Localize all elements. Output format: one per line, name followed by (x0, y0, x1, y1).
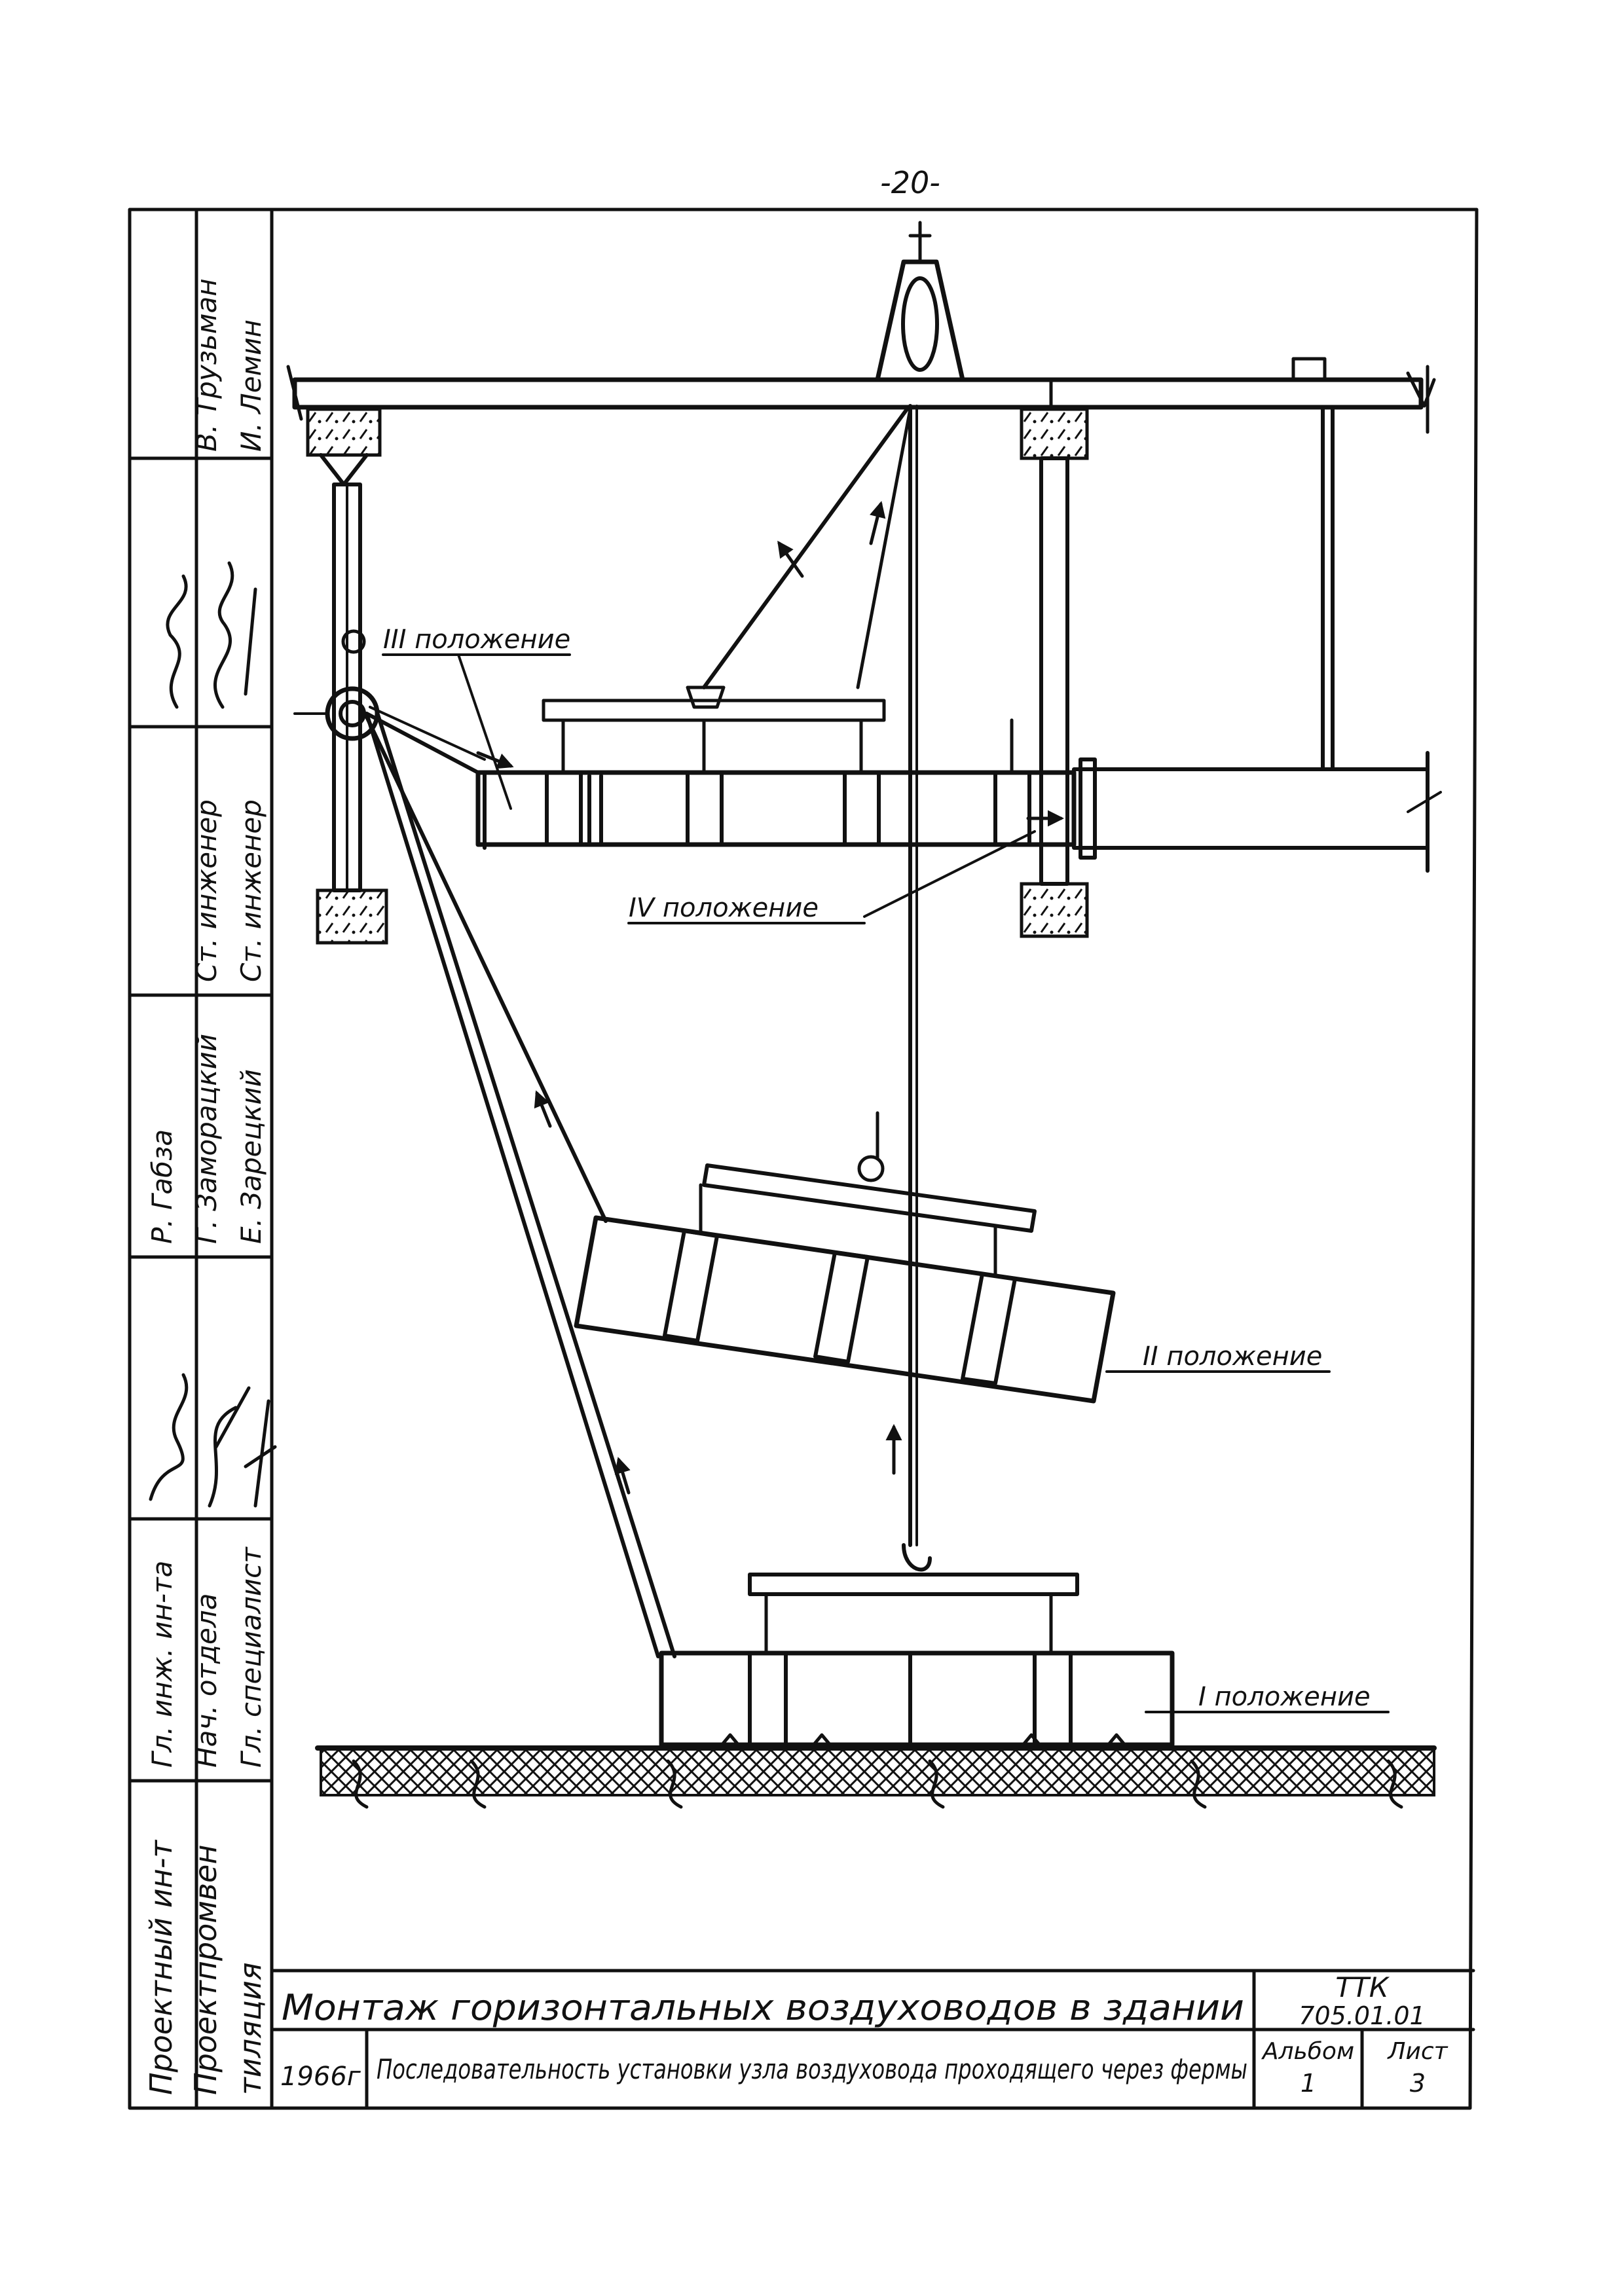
rigging-ropes (365, 404, 918, 1658)
signature-roles: Гл. инж. ин-та Нач. отдела Гл. специалис… (146, 799, 267, 1768)
name-truzman: В. Трузьман (191, 278, 223, 452)
name-lemin: И. Лемин (235, 319, 267, 452)
role-chief-engineer: Гл. инж. ин-та (146, 1561, 178, 1768)
position-labels: III положение IV положение II положение … (382, 625, 1390, 1713)
role-senior-engineer-1: Ст. инженер (191, 799, 223, 982)
title-block: Монтаж горизонтальных воздуховодов в зда… (280, 1971, 1449, 2098)
label-position-3: III положение (383, 625, 570, 655)
sheet-title: Последовательность установки узла воздух… (377, 2053, 1247, 2085)
album-value: 1 (1301, 2069, 1316, 2098)
role-senior-engineer-2: Ст. инженер (235, 799, 267, 982)
ground (315, 1745, 1437, 1809)
code-number: 705.01.01 (1299, 2001, 1425, 2030)
name-zamoratsky: Г. Заморацкий (191, 1034, 223, 1244)
code-label: ТТК (1335, 1971, 1390, 2003)
subject-title: Монтаж горизонтальных воздуховодов в зда… (282, 1987, 1244, 2028)
handwritten-signatures (149, 561, 277, 1508)
label-position-4: IV положение (629, 893, 819, 923)
name-zaretsky: Е. Зарецкий (235, 1069, 267, 1244)
role-chief-specialist: Гл. специалист (235, 1546, 267, 1768)
page-number: -20- (880, 165, 940, 200)
label-position-1: I положение (1198, 1682, 1371, 1712)
org-line-2: Проектпромвен (188, 1845, 223, 2095)
installed-duct (475, 365, 1442, 873)
org-line-1: Проектный ин-т (143, 1840, 179, 2095)
sheet-value: 3 (1410, 2069, 1426, 2098)
label-position-2: II положение (1143, 1341, 1322, 1372)
role-dept-head: Нач. отдела (191, 1594, 223, 1768)
duct-position-2 (574, 1111, 1116, 1404)
sheet-frame (128, 208, 1479, 2110)
signature-names: Р. Габза Г. Заморацкий Е. Зарецкий В. Тр… (146, 278, 267, 1244)
name-gabza: Р. Габза (146, 1129, 178, 1244)
organization-block: Проектный ин-т Проектпромвен тиляция (143, 1840, 268, 2095)
album-label: Альбом (1261, 2038, 1354, 2065)
org-line-3: тиляция (232, 1962, 268, 2095)
sheet-label: Лист (1386, 2038, 1448, 2065)
roof-beam (286, 221, 1436, 421)
right-column (1020, 378, 1335, 938)
left-column (293, 407, 388, 945)
year: 1966г (280, 2062, 361, 2092)
duct-position-1 (659, 1543, 1175, 1749)
